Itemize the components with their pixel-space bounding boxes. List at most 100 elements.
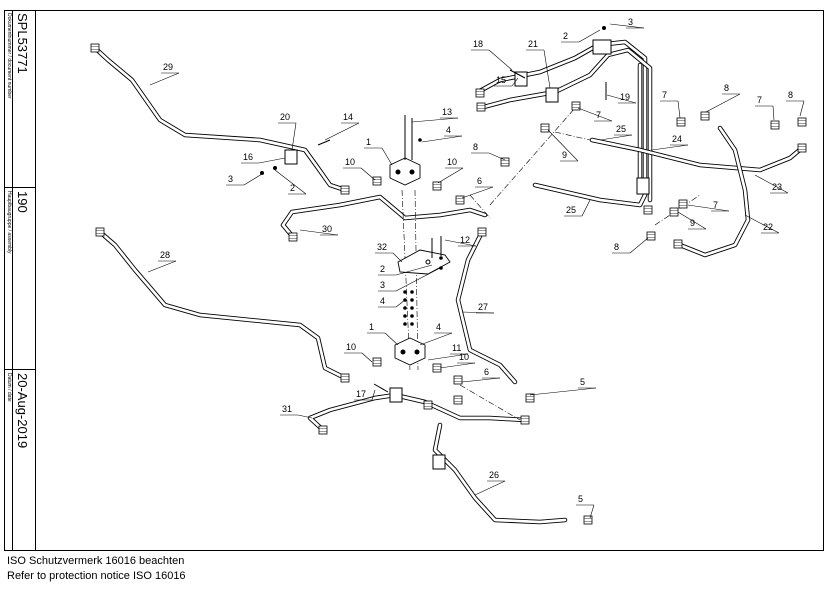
- callout-24: 24: [672, 134, 682, 144]
- callout-15: 15: [496, 75, 506, 85]
- callout-2: 2: [290, 183, 295, 193]
- callout-21: 21: [528, 39, 538, 49]
- callout-18: 18: [473, 39, 483, 49]
- callout-10: 10: [459, 352, 469, 362]
- callout-leader: [421, 135, 463, 143]
- callout-leader: [361, 352, 373, 363]
- callout-2: 2: [380, 264, 385, 274]
- callout-leader: [461, 377, 501, 383]
- callout-leader: [578, 29, 601, 43]
- callout-leader: [488, 152, 506, 161]
- callout-6: 6: [477, 176, 482, 186]
- callout-leader: [511, 77, 519, 87]
- callout-leader: [772, 105, 775, 121]
- callout-13: 13: [442, 107, 452, 117]
- callout-leader: [589, 504, 595, 519]
- callout-leader: [629, 237, 649, 254]
- callout-leader: [599, 134, 633, 141]
- callout-30: 30: [322, 224, 332, 234]
- callout-leader: [392, 252, 403, 263]
- callout-leader: [744, 214, 780, 234]
- callout-10: 10: [345, 157, 355, 167]
- callout-leader: [395, 299, 406, 308]
- callout-19: 19: [620, 92, 630, 102]
- hydraulic-lines-drawing: 2920141632113410106308182123151979252478…: [90, 17, 807, 525]
- manifold-block-2: [394, 337, 426, 366]
- manifold-block-1: [389, 157, 421, 186]
- protection-notice-en: Refer to protection notice ISO 16016: [7, 570, 186, 582]
- callout-leader: [606, 94, 637, 104]
- callout-leader: [547, 129, 579, 162]
- callout-leader: [488, 49, 513, 71]
- callout-4: 4: [380, 296, 385, 306]
- callout-leader: [651, 144, 689, 151]
- pipe-31: [307, 392, 528, 433]
- callout-leader: [687, 204, 730, 212]
- protection-notice-de: ISO Schutzvermerk 16016 beachten: [7, 555, 185, 567]
- callout-27: 27: [478, 302, 488, 312]
- clamp-blocks: [284, 39, 650, 470]
- callout-25: 25: [566, 205, 576, 215]
- pipe-25: [532, 137, 805, 208]
- callout-1: 1: [369, 322, 374, 332]
- bolts: [317, 69, 607, 393]
- drawing-frame: [4, 10, 824, 551]
- leader-lines: [147, 23, 805, 519]
- callout-leader: [297, 414, 313, 419]
- title-cell-date: Datum / date 20-Aug-2019: [4, 370, 35, 551]
- callout-leader: [411, 117, 459, 123]
- callout-1: 1: [366, 137, 371, 147]
- callout-leader: [381, 147, 393, 166]
- callout-26: 26: [489, 470, 499, 480]
- callout-leader: [437, 167, 464, 184]
- callout-4: 4: [446, 125, 451, 135]
- callout-32: 32: [377, 242, 387, 252]
- callout-leader: [799, 100, 805, 117]
- callout-7: 7: [662, 90, 667, 100]
- callout-leader: [427, 353, 469, 361]
- pipe-22: [677, 125, 751, 258]
- title-cell-assembly: Hauptbaugruppe / assembly 190: [4, 188, 35, 370]
- callout-leader: [529, 387, 597, 396]
- callout-leader: [147, 260, 177, 273]
- callout-leader: [324, 122, 360, 141]
- callout-14: 14: [343, 112, 353, 122]
- bracket-32: [397, 249, 451, 275]
- callout-leader: [461, 186, 494, 199]
- callout-31: 31: [282, 404, 292, 414]
- callout-25: 25: [616, 124, 626, 134]
- callout-8: 8: [724, 83, 729, 93]
- callout-leader: [577, 107, 613, 122]
- callout-leader: [543, 49, 551, 89]
- callout-leader: [243, 173, 263, 186]
- callout-7: 7: [757, 95, 762, 105]
- pipe-28: [97, 229, 348, 381]
- callout-7: 7: [713, 200, 718, 210]
- callout-3: 3: [628, 17, 633, 27]
- callout-leader: [439, 362, 476, 369]
- callout-7: 7: [596, 110, 601, 120]
- callout-leader: [291, 122, 297, 151]
- callout-leader: [149, 72, 180, 86]
- callout-5: 5: [578, 494, 583, 504]
- callout-5: 5: [580, 377, 585, 387]
- callout-leader: [258, 157, 286, 164]
- callout-leader: [371, 389, 376, 401]
- callout-leader: [395, 267, 441, 292]
- callout-leader: [754, 174, 789, 194]
- callout-leader: [581, 199, 591, 217]
- callout-9: 9: [690, 218, 695, 228]
- callout-28: 28: [160, 250, 170, 260]
- callout-6: 6: [484, 367, 489, 377]
- callout-leader: [274, 169, 307, 195]
- callout-17: 17: [356, 389, 366, 399]
- callout-leader: [360, 167, 376, 181]
- callout-2: 2: [563, 31, 568, 41]
- callout-10: 10: [346, 342, 356, 352]
- callout-16: 16: [243, 152, 253, 162]
- callout-leader: [677, 211, 707, 230]
- callout-10: 10: [447, 157, 457, 167]
- pipe-27: [455, 229, 518, 385]
- title-block: Dokumentnummer / document number SPL5377…: [4, 10, 36, 551]
